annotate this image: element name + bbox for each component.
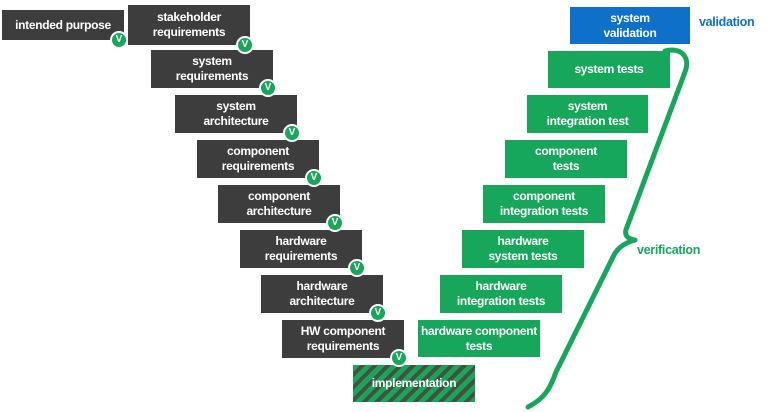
box-label-line: integration tests	[499, 204, 589, 218]
box-label-line: system tests	[488, 249, 558, 263]
box-label-line: component	[535, 144, 597, 158]
box-label-line: component	[248, 189, 310, 203]
check-v-badge: V	[369, 304, 387, 322]
v-icon: V	[374, 307, 382, 318]
box-label-line: architecture	[203, 114, 269, 128]
validation-label: validation	[699, 15, 755, 29]
v-icon: V	[331, 217, 339, 228]
check-v-badge: V	[283, 124, 301, 142]
check-v-badge: V	[259, 79, 277, 97]
process-box-implementation: implementation	[353, 365, 475, 402]
check-v-badge: V	[236, 36, 254, 54]
box-label-line: requirements	[152, 25, 226, 39]
box-label-line: requirements	[221, 159, 295, 173]
box-label-line: hardware component	[421, 323, 537, 338]
v-icon: V	[395, 352, 403, 363]
check-v-badge: V	[390, 349, 408, 367]
v-icon: V	[353, 262, 361, 273]
box-label-line: implementation	[371, 376, 457, 390]
box-label-line: system	[610, 10, 650, 25]
box-label-line: HW component	[300, 324, 386, 338]
box-label-line: hardware	[475, 279, 527, 293]
box-label-line: validation	[603, 25, 657, 40]
v-icon: V	[310, 172, 318, 183]
v-icon: V	[241, 39, 249, 50]
box-label-line: requirements	[306, 339, 380, 353]
box-label-line: component	[227, 144, 289, 158]
process-box-intended-purpose: intended purpose	[2, 10, 124, 40]
test-box-system-tests: system tests	[548, 51, 670, 88]
box-label-line: hardware	[497, 234, 549, 248]
box-label-line: system	[567, 99, 608, 113]
box-label-line: requirements	[264, 249, 338, 263]
box-label-line: hardware	[275, 234, 327, 248]
verification-label: verification	[637, 243, 701, 257]
check-v-badge: V	[326, 214, 344, 232]
box-label-line: system	[216, 99, 256, 113]
box-label-line: tests	[552, 159, 580, 173]
check-v-badge: V	[305, 169, 323, 187]
box-label-line: requirements	[175, 69, 249, 83]
box-label-line: stakeholder	[156, 10, 222, 24]
check-v-badge: V	[348, 259, 366, 277]
box-label-line: architecture	[246, 204, 312, 218]
v-icon: V	[115, 34, 123, 45]
box-label-line: architecture	[289, 294, 355, 308]
box-label-line: tests	[465, 338, 493, 353]
box-label-line: system tests	[574, 62, 644, 76]
check-v-badge: V	[110, 31, 128, 49]
box-label-line: component	[513, 189, 575, 203]
box-label-line: integration test	[546, 114, 629, 128]
box-label-line: hardware	[296, 279, 348, 293]
box-label-line: intended purpose	[15, 17, 111, 32]
box-label-line: system	[192, 54, 232, 68]
v-icon: V	[264, 82, 272, 93]
box-label-line: integration tests	[456, 294, 546, 308]
v-icon: V	[288, 127, 296, 138]
